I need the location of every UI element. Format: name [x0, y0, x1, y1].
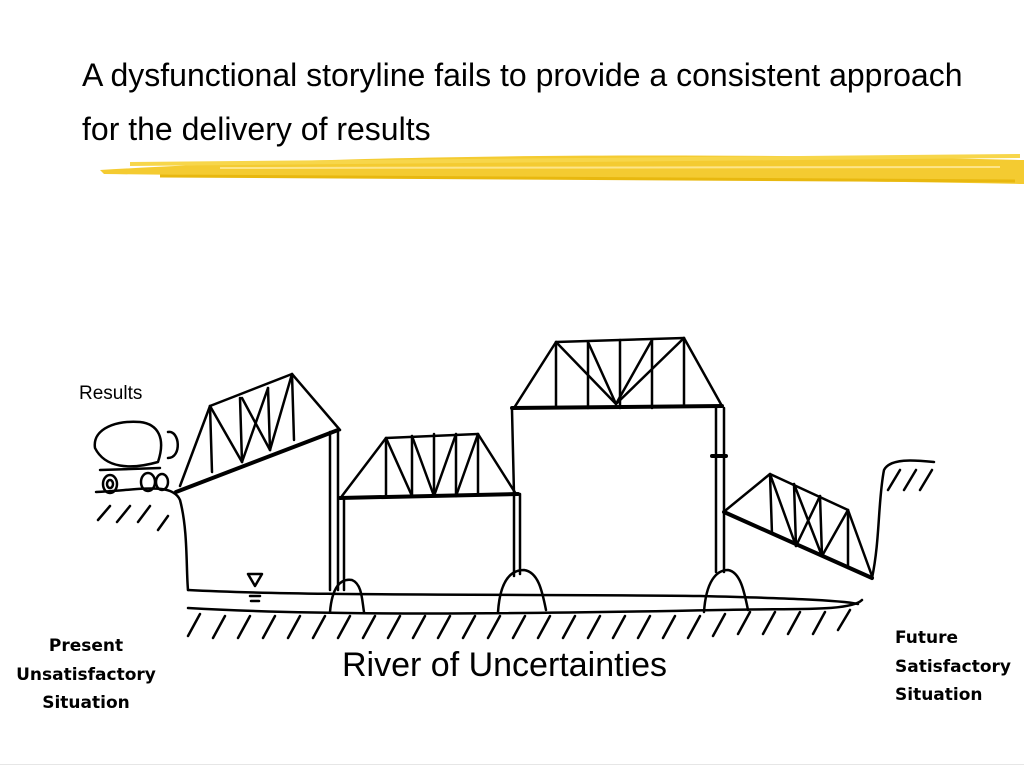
water-level-icon	[246, 572, 264, 603]
bridge-2	[338, 432, 522, 592]
river-bed	[186, 588, 864, 640]
left-riverbank	[94, 487, 190, 592]
car-icon	[93, 420, 179, 495]
present-label-line: Present	[48, 636, 124, 656]
slide-title: A dysfunctional storyline fails to provi…	[82, 57, 963, 147]
river-piers	[328, 568, 750, 614]
bridge-3	[510, 336, 728, 574]
future-label-line: Satisfactory	[895, 656, 1012, 677]
present-situation-label: Present Unsatisfactory Situation	[6, 632, 166, 718]
present-label-line: Unsatisfactory	[16, 664, 156, 685]
future-situation-label: Future Satisfactory Situation	[895, 624, 1020, 710]
bridge-4	[722, 472, 874, 580]
future-label-line: Future	[895, 628, 959, 648]
river-label: River of Uncertainties	[342, 646, 668, 684]
bridge-1	[174, 372, 342, 592]
right-riverbank	[870, 459, 936, 580]
footer-divider	[0, 764, 1024, 765]
title-underline	[100, 154, 1024, 184]
future-label-line: Situation	[895, 685, 983, 705]
present-label-line: Situation	[42, 693, 130, 713]
results-label: Results	[79, 383, 143, 404]
